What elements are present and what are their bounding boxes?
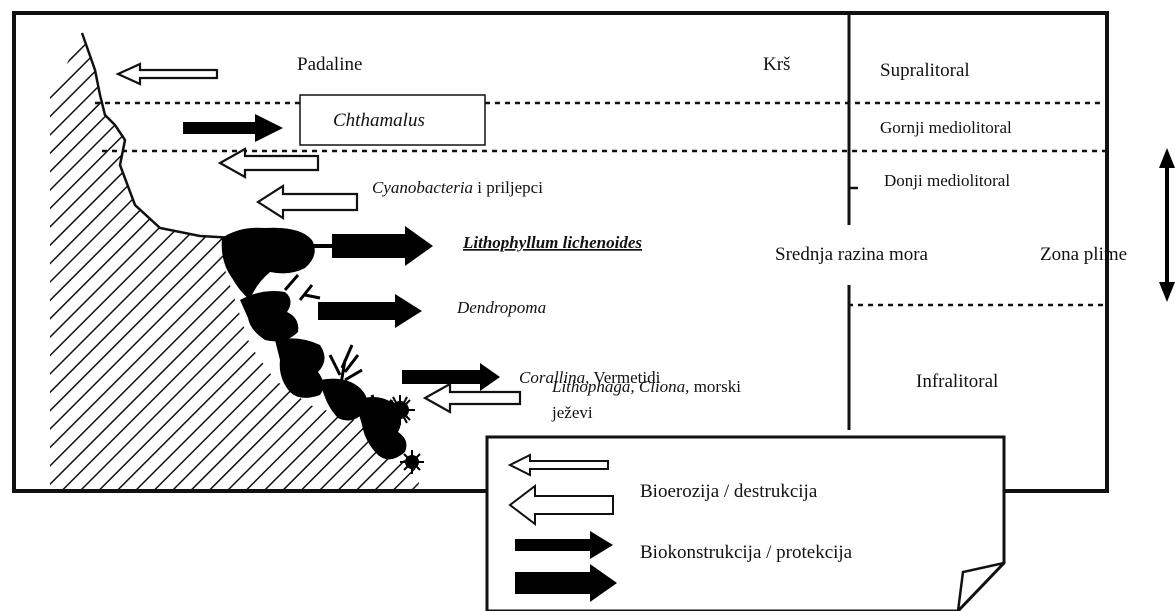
construction-arrow-chthamalus: [183, 114, 283, 142]
label-dendropoma: Dendropoma: [456, 298, 546, 317]
label-chthamalus: Chthamalus: [333, 110, 425, 131]
lithophyllum-mass: [221, 227, 315, 300]
zone-donji: Donji mediolitoral: [884, 171, 1010, 190]
zone-gornji: Gornji mediolitoral: [880, 118, 1012, 137]
erosion-arrow-cyano-1: [217, 147, 320, 179]
label-lithophaga: Lithophaga, Cliona, morski: [551, 377, 741, 396]
dendropoma-growth: [240, 291, 299, 342]
legend-erosion-large-arrow: [508, 483, 614, 527]
construction-arrow-dendropoma: [318, 294, 422, 328]
corallina-growth: [275, 338, 325, 398]
rock-surface: [80, 32, 236, 240]
legend-label-bioerozija: Bioerozija / destrukcija: [640, 481, 818, 502]
lithophyllum-connector: [312, 244, 334, 248]
construction-arrow-corallina: [402, 363, 500, 391]
legend-erosion-small-arrow: [507, 453, 609, 477]
legend-label-biokonstrukcija: Biokonstrukcija / protekcija: [640, 542, 853, 563]
legend-box: [485, 435, 1006, 611]
legend-construction-large-arrow: [515, 564, 617, 602]
legend-construction-small-arrow: [515, 531, 613, 559]
label-lithophyllum: Lithophyllum lichenoides: [462, 233, 642, 252]
label-krs: Krš: [763, 54, 790, 75]
label-corallina: Corallina, Vermetidi: [519, 368, 661, 387]
zone-plime: Zona plime: [1040, 244, 1127, 265]
label-jezevi: ježevi: [551, 403, 593, 422]
erosion-arrow-cyano-2: [255, 183, 359, 221]
zone-supralitoral: Supralitoral: [880, 60, 970, 81]
tide-range-arrow: [1159, 148, 1175, 302]
erosion-arrow-padaline: [115, 62, 219, 86]
sea-urchin: [385, 395, 424, 474]
rock-cliff: [50, 33, 420, 491]
chthamalus-box: [299, 94, 486, 146]
zone-infralitoral: Infralitoral: [916, 371, 998, 392]
legend-page-curl: [956, 561, 1005, 611]
construction-arrow-lithophyllum: [332, 226, 433, 266]
erosion-arrow-lithophaga: [422, 382, 522, 414]
vermetid-growth: [320, 378, 368, 421]
label-padaline: Padaline: [297, 54, 362, 75]
label-cyanobacteria: Cyanobacteria i priljepci: [372, 178, 543, 197]
zone-srednja: Srednja razina mora: [775, 244, 929, 265]
